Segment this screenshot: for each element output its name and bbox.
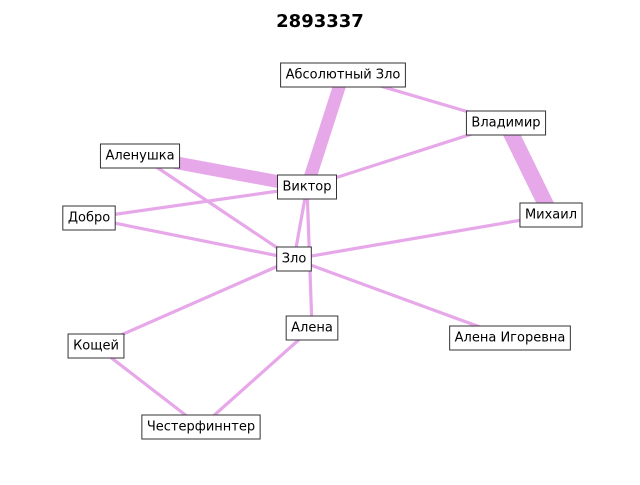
node-vladimir: Владимир: [465, 110, 547, 136]
node-koshchei: Кощей: [67, 333, 125, 359]
node-box: [449, 325, 571, 351]
node-label: Добро: [68, 211, 110, 226]
edge-zlo-mikhail: [293, 213, 552, 261]
edges-layer: [88, 73, 559, 429]
node-label: Честерфиннтер: [147, 420, 255, 435]
graph-title: 2893337: [276, 11, 364, 32]
node-label: Михаил: [525, 208, 577, 223]
node-box: [277, 174, 337, 200]
edge-alenushka-zlo: [139, 154, 295, 261]
edge-zlo-koshchei: [95, 257, 295, 348]
node-box: [519, 202, 583, 228]
node-alena_ig: Алена Игоревна: [449, 325, 571, 351]
node-box: [276, 246, 312, 272]
edge-alena-chester: [199, 326, 314, 429]
nodes-layer: Абсолютный ЗлоВладимирАленушкаВикторДобр…: [62, 62, 583, 440]
node-zlo: Зло: [276, 246, 312, 272]
node-label: Аленушка: [105, 149, 174, 164]
node-label: Владимир: [471, 116, 540, 131]
node-box: [99, 143, 181, 169]
node-box: [141, 414, 261, 440]
edge-koshchei-chester: [95, 344, 202, 429]
node-alenushka: Аленушка: [99, 143, 181, 169]
node-abs: Абсолютный Зло: [280, 62, 406, 88]
edge-viktor-dobro: [88, 185, 308, 220]
node-box: [280, 62, 406, 88]
node-box: [67, 333, 125, 359]
edge-vladimir-mikhail: [498, 119, 559, 219]
edge-dobro-zlo: [88, 216, 295, 261]
node-label: Абсолютный Зло: [286, 68, 401, 83]
node-label: Виктор: [283, 180, 332, 195]
node-alena: Алена: [285, 315, 339, 341]
edge-abs-viktor: [300, 73, 350, 189]
node-label: Зло: [282, 252, 307, 267]
node-mikhail: Михаил: [519, 202, 583, 228]
node-label: Алена: [291, 321, 333, 336]
node-dobro: Добро: [62, 205, 116, 231]
edge-zlo-alena_ig: [293, 257, 511, 340]
node-box: [62, 205, 116, 231]
node-viktor: Виктор: [277, 174, 337, 200]
node-label: Кощей: [73, 339, 119, 354]
node-box: [465, 110, 547, 136]
node-box: [285, 315, 339, 341]
node-chester: Честерфиннтер: [141, 414, 261, 440]
node-label: Алена Игоревна: [455, 331, 566, 346]
